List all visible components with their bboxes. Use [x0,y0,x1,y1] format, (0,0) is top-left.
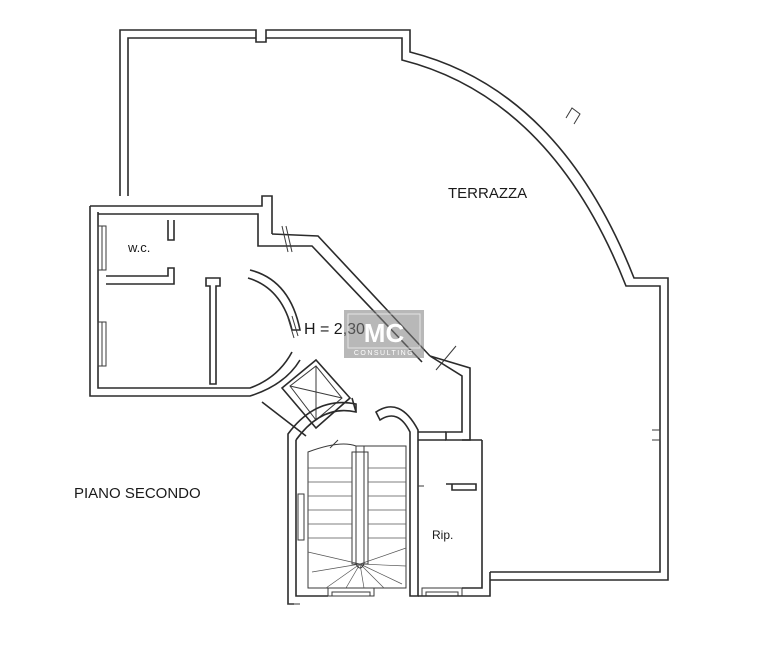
left-rooms [89,195,301,397]
consulting-watermark: MC CONSULTING [344,310,424,358]
storage-label: Rip. [432,528,453,542]
terrace-outer-wall [119,29,669,581]
terrace-label: TERRAZZA [448,185,527,202]
stairwell [287,401,463,605]
storage-room [418,431,491,597]
watermark-tagline: CONSULTING [354,350,414,357]
wc-label: w.c. [127,240,150,255]
watermark-logo: MC [364,318,405,348]
floor-name-label: PIANO SECONDO [74,485,201,502]
